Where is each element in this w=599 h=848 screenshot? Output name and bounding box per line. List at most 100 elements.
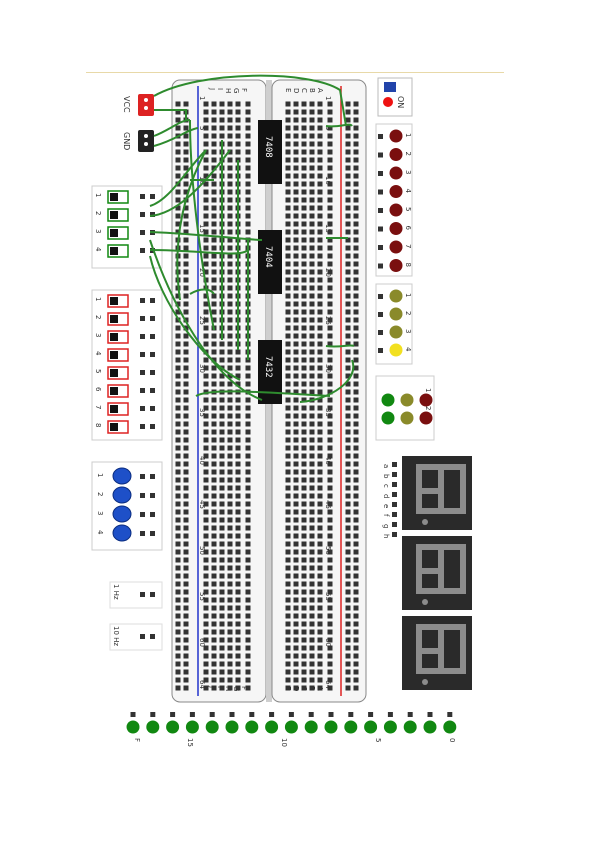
hole[interactable]: [209, 712, 215, 717]
hole[interactable]: [309, 493, 315, 499]
hole[interactable]: [309, 565, 315, 571]
hole[interactable]: [387, 712, 393, 717]
hole[interactable]: [309, 149, 315, 155]
hole[interactable]: [301, 109, 307, 115]
hole[interactable]: [345, 557, 351, 563]
hole[interactable]: [227, 277, 233, 283]
hole[interactable]: [309, 533, 315, 539]
hole[interactable]: [327, 317, 333, 323]
hole[interactable]: [235, 437, 241, 443]
hole[interactable]: [378, 152, 383, 158]
hole[interactable]: [327, 461, 333, 467]
hole[interactable]: [293, 565, 299, 571]
hole[interactable]: [203, 517, 209, 523]
hole[interactable]: [245, 477, 251, 483]
hole[interactable]: [353, 549, 359, 555]
hole[interactable]: [175, 205, 181, 211]
hole[interactable]: [203, 373, 209, 379]
hole[interactable]: [175, 373, 181, 379]
hole[interactable]: [211, 549, 217, 555]
hole[interactable]: [211, 509, 217, 515]
hole[interactable]: [317, 309, 323, 315]
hole[interactable]: [309, 581, 315, 587]
hole[interactable]: [301, 469, 307, 475]
hole[interactable]: [327, 117, 333, 123]
hole[interactable]: [353, 133, 359, 139]
hole[interactable]: [309, 621, 315, 627]
push-button[interactable]: [112, 486, 132, 504]
hole[interactable]: [150, 592, 155, 597]
hole[interactable]: [227, 165, 233, 171]
hole[interactable]: [301, 269, 307, 275]
hole[interactable]: [317, 325, 323, 331]
hole[interactable]: [327, 165, 333, 171]
hole[interactable]: [345, 325, 351, 331]
hole[interactable]: [227, 365, 233, 371]
hole[interactable]: [211, 133, 217, 139]
hole[interactable]: [345, 101, 351, 107]
hole[interactable]: [175, 613, 181, 619]
hole[interactable]: [327, 261, 333, 267]
hole[interactable]: [301, 621, 307, 627]
red-input-switch[interactable]: [107, 366, 129, 380]
hole[interactable]: [285, 341, 291, 347]
hole[interactable]: [327, 101, 333, 107]
hole[interactable]: [327, 293, 333, 299]
hole[interactable]: [235, 645, 241, 651]
push-button[interactable]: [112, 524, 132, 542]
hole[interactable]: [175, 565, 181, 571]
hole[interactable]: [245, 493, 251, 499]
hole[interactable]: [183, 365, 189, 371]
hole[interactable]: [353, 341, 359, 347]
hole[interactable]: [227, 453, 233, 459]
hole[interactable]: [327, 309, 333, 315]
hole[interactable]: [293, 493, 299, 499]
hole[interactable]: [327, 501, 333, 507]
hole[interactable]: [227, 533, 233, 539]
hole[interactable]: [140, 334, 145, 339]
red-input-switch[interactable]: [107, 420, 129, 434]
hole[interactable]: [175, 365, 181, 371]
hole[interactable]: [183, 309, 189, 315]
hole[interactable]: [317, 173, 323, 179]
hole[interactable]: [353, 421, 359, 427]
hole[interactable]: [309, 557, 315, 563]
hole[interactable]: [309, 413, 315, 419]
hole[interactable]: [317, 261, 323, 267]
hole[interactable]: [219, 125, 225, 131]
wire[interactable]: [153, 127, 199, 147]
hole[interactable]: [175, 597, 181, 603]
hole[interactable]: [293, 101, 299, 107]
hole[interactable]: [285, 645, 291, 651]
hole[interactable]: [227, 637, 233, 643]
hole[interactable]: [301, 461, 307, 467]
hole[interactable]: [293, 133, 299, 139]
hole[interactable]: [301, 509, 307, 515]
hole[interactable]: [285, 149, 291, 155]
hole[interactable]: [203, 421, 209, 427]
hole[interactable]: [301, 549, 307, 555]
hole[interactable]: [175, 517, 181, 523]
hole[interactable]: [317, 341, 323, 347]
hole[interactable]: [327, 421, 333, 427]
hole[interactable]: [345, 117, 351, 123]
hole[interactable]: [219, 469, 225, 475]
hole[interactable]: [203, 205, 209, 211]
wire[interactable]: [154, 109, 187, 120]
hole[interactable]: [235, 109, 241, 115]
hole[interactable]: [285, 301, 291, 307]
hole[interactable]: [211, 277, 217, 283]
hole[interactable]: [301, 453, 307, 459]
hole[interactable]: [378, 226, 383, 232]
hole[interactable]: [293, 581, 299, 587]
hole[interactable]: [327, 485, 333, 491]
hole[interactable]: [317, 229, 323, 235]
hole[interactable]: [285, 541, 291, 547]
hole[interactable]: [345, 293, 351, 299]
hole[interactable]: [211, 117, 217, 123]
hole[interactable]: [345, 413, 351, 419]
hole[interactable]: [309, 357, 315, 363]
hole[interactable]: [293, 357, 299, 363]
hole[interactable]: [245, 373, 251, 379]
hole[interactable]: [301, 485, 307, 491]
